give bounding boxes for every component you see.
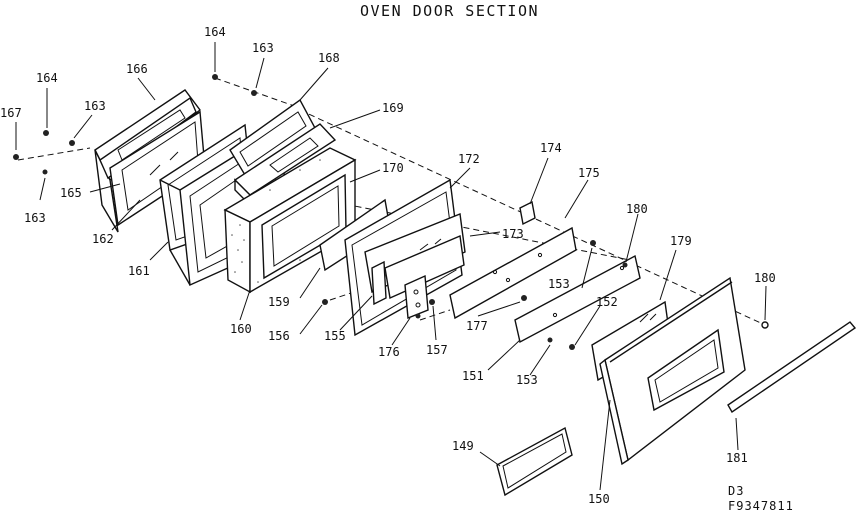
callout-163-bottom-left: 163: [24, 211, 46, 225]
callout-166: 166: [126, 62, 148, 76]
part-174-clip: [519, 200, 536, 226]
callout-159: 159: [268, 295, 290, 309]
part-181-trim: [727, 321, 857, 414]
callout-180-right: 180: [754, 271, 776, 285]
callout-157: 157: [426, 343, 448, 357]
callout-164-left: 164: [36, 71, 58, 85]
callout-153-upper: 153: [548, 277, 570, 291]
callout-161: 161: [128, 264, 150, 278]
part-176-hinge: [404, 274, 429, 319]
callout-163-top-left: 163: [84, 99, 106, 113]
callout-169: 169: [382, 101, 404, 115]
part-150-outer-door: [599, 276, 746, 466]
callout-149: 149: [452, 439, 474, 453]
part-151-strip: [514, 254, 641, 344]
diagram-code-line1: D3: [728, 484, 745, 498]
callout-173: 173: [502, 227, 524, 241]
part-155-bracket: [371, 260, 387, 306]
part-166-glass-frame: [94, 89, 201, 233]
part-177-strip: [449, 226, 577, 320]
callout-151: 151: [462, 369, 484, 383]
part-173-glass: [364, 213, 466, 300]
callout-165: 165: [60, 186, 82, 200]
callout-174: 174: [540, 141, 562, 155]
callout-152: 152: [596, 295, 618, 309]
callout-181: 181: [726, 451, 748, 465]
callout-155: 155: [324, 329, 346, 343]
callout-160: 160: [230, 322, 252, 336]
callout-labels: 167 164 163 166 163 165 162 161 164 163 …: [0, 25, 776, 506]
leader-lines: [15, 42, 767, 491]
callout-177: 177: [466, 319, 488, 333]
part-149-gasket: [496, 426, 573, 497]
diagram-title: OVEN DOOR SECTION: [360, 2, 540, 20]
callout-163-top: 163: [252, 41, 274, 55]
callout-175: 175: [578, 166, 600, 180]
callout-168: 168: [318, 51, 340, 65]
callout-176: 176: [378, 345, 400, 359]
callout-172: 172: [458, 152, 480, 166]
callout-150: 150: [588, 492, 610, 506]
callout-167: 167: [0, 106, 22, 120]
callout-153-lower: 153: [516, 373, 538, 387]
callout-162: 162: [92, 232, 114, 246]
callout-170: 170: [382, 161, 404, 175]
diagram-code-line2: F9347811: [728, 499, 794, 513]
callout-164-top: 164: [204, 25, 226, 39]
callout-156: 156: [268, 329, 290, 343]
callout-180-top: 180: [626, 202, 648, 216]
callout-179: 179: [670, 234, 692, 248]
fasteners: [13, 74, 769, 350]
